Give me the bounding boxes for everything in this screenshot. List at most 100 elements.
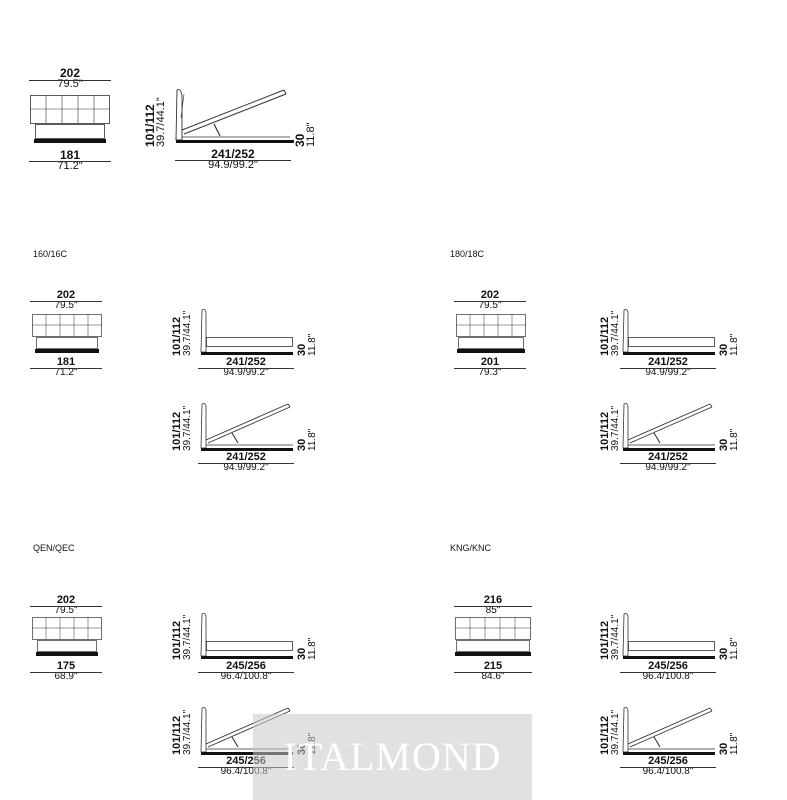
dim-sub: 96.4/100.8": [220, 766, 272, 777]
dimension-line: [620, 368, 716, 369]
model-code: 180/18C: [450, 249, 485, 259]
dim-sub: 11.8": [307, 637, 318, 660]
dim-sub: 94.9/99.2": [223, 367, 269, 378]
top-side-height: 101/112 39.7/44.1": [143, 97, 167, 147]
dim-main: 181: [56, 356, 76, 368]
front-width-top: 216 85": [454, 595, 532, 616]
side-length: 241/252 94.9/99.2": [620, 357, 716, 378]
dim-sub: 96.4/100.8": [642, 671, 694, 682]
dimension-line: [454, 672, 532, 673]
bed-front-view: [32, 314, 102, 353]
side-base-height: 30 11.8": [296, 333, 318, 356]
dim-main: 241/252: [648, 356, 688, 368]
model-code: QEN/QEC: [33, 543, 75, 553]
dim-sub: 11.8": [307, 428, 318, 451]
dim-sub: 39.7/44.1": [155, 97, 167, 147]
bed-front-view: [456, 314, 526, 353]
model-code: KNG/KNC: [450, 543, 492, 553]
dim-main: 241/252: [226, 356, 266, 368]
dim-main: 245/256: [226, 755, 266, 767]
dimension-line: [30, 606, 102, 607]
dimension-line: [29, 161, 111, 162]
bed-side-view-flat: [200, 613, 293, 659]
model-code: 160/16C: [33, 249, 68, 259]
dimension-line: [198, 767, 294, 768]
top-side-base-height: 30 11.8": [293, 122, 317, 148]
dimension-line: [198, 368, 294, 369]
bed-front-view: [455, 617, 531, 656]
dim-sub: 85": [485, 605, 501, 616]
bed-side-view-lifted: [622, 707, 715, 755]
dim-main: 241/252: [211, 147, 255, 161]
dimension-line: [30, 301, 102, 302]
dim-main: 201: [480, 356, 500, 368]
dim-sub: 11.8": [729, 333, 740, 356]
bed-side-view-flat: [622, 309, 715, 355]
dim-main: 241/252: [648, 451, 688, 463]
dim-sub: 39.7/44.1": [182, 709, 193, 755]
dim-sub: 79.5": [478, 300, 502, 311]
dim-main: 245/256: [648, 755, 688, 767]
bed-front-view: [30, 95, 110, 143]
dim-main: 202: [56, 594, 76, 606]
dim-main: 202: [56, 289, 76, 301]
side-height: 101/112 39.7/44.1": [171, 709, 193, 755]
dim-main: 215: [483, 660, 503, 672]
dim-main: 245/256: [226, 660, 266, 672]
dim-sub: 11.8": [729, 732, 740, 755]
top-side-length: 241/252 94.9/99.2": [175, 148, 291, 171]
front-width-top: 202 79.5": [454, 290, 526, 311]
front-width-bottom: 175 68.9": [30, 661, 102, 682]
side-length: 245/256 96.4/100.8": [198, 756, 294, 777]
dim-sub: 79.3": [478, 367, 502, 378]
dimension-line: [620, 767, 716, 768]
dim-sub: 11.8": [307, 333, 318, 356]
dimension-line: [620, 672, 716, 673]
front-width-bottom: 201 79.3": [454, 357, 526, 378]
dimension-line: [30, 368, 102, 369]
bed-side-view-lifted: [622, 403, 715, 451]
dimension-line: [454, 368, 526, 369]
bed-side-view-flat: [622, 613, 715, 659]
dim-sub: 96.4/100.8": [220, 671, 272, 682]
dim-main: 216: [483, 594, 503, 606]
dim-sub: 79.5": [54, 300, 78, 311]
side-base-height: 30 11.8": [296, 428, 318, 451]
dim-main: 181: [59, 148, 81, 162]
front-width-bottom: 181 71.2": [30, 357, 102, 378]
side-base-height: 30 11.8": [718, 637, 740, 660]
side-height: 101/112 39.7/44.1": [171, 406, 193, 451]
side-height: 101/112 39.7/44.1": [171, 311, 193, 356]
dimension-line: [620, 463, 716, 464]
top-front-width-top: 202 79.5": [29, 67, 111, 90]
dim-sub: 94.9/99.2": [645, 462, 691, 473]
dimension-line: [454, 606, 532, 607]
side-base-height: 30 11.8": [718, 429, 740, 451]
dim-main: 202: [59, 66, 81, 80]
dim-sub: 11.8": [729, 637, 740, 660]
side-length: 245/256 96.4/100.8": [620, 756, 716, 777]
dim-main: 241/252: [226, 451, 266, 463]
side-height: 101/112 39.7/44.1": [599, 311, 621, 356]
dimension-line: [30, 672, 102, 673]
dim-main: 202: [480, 289, 500, 301]
bed-side-view-lifted: [200, 403, 293, 451]
dim-sub: 94.9/99.2": [223, 462, 269, 473]
dim-sub: 79.5": [57, 78, 83, 90]
watermark-text: ITALMOND: [283, 734, 502, 779]
side-base-height: 30 11.8": [296, 637, 318, 660]
dim-sub: 71.2": [57, 160, 83, 172]
bed-side-view-lifted: [175, 89, 294, 143]
dim-sub: 71.2": [54, 367, 78, 378]
side-height: 101/112 39.7/44.1": [599, 615, 621, 660]
dim-sub: 68.9": [54, 671, 78, 682]
front-width-bottom: 215 84.6": [454, 661, 532, 682]
dim-sub: 39.7/44.1": [182, 614, 193, 660]
dim-sub: 96.4/100.8": [642, 766, 694, 777]
dim-sub: 94.9/99.2": [645, 367, 691, 378]
dim-sub: 84.6": [481, 671, 505, 682]
dimension-line: [198, 672, 294, 673]
dim-sub: 11.8": [305, 122, 317, 148]
side-height: 101/112 39.7/44.1": [171, 614, 193, 660]
front-width-top: 202 79.5": [30, 595, 102, 616]
